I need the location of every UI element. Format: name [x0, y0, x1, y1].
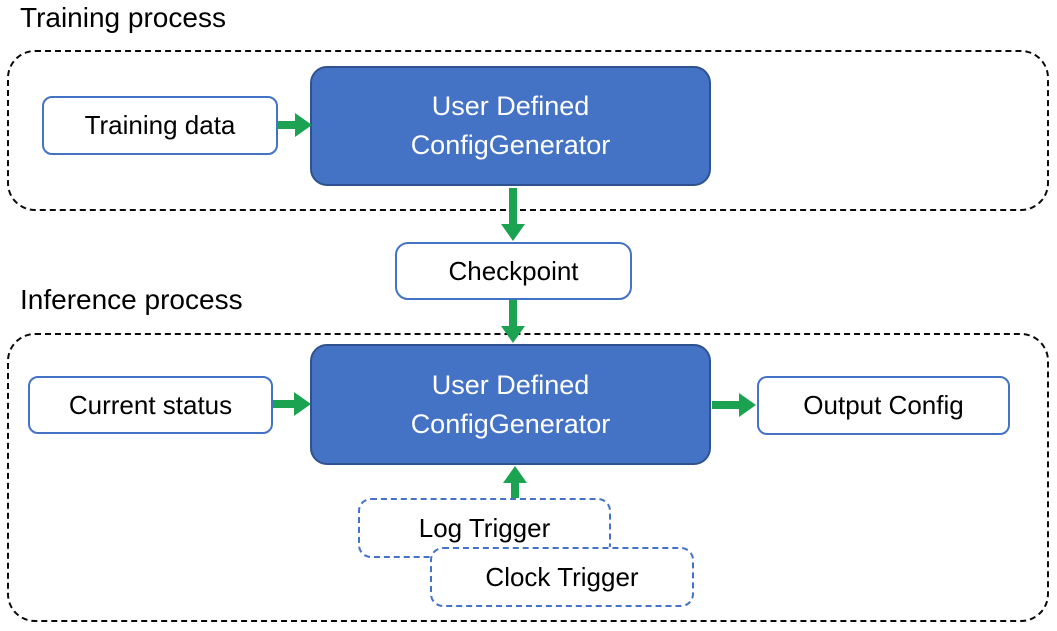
training-section-container: [7, 50, 1049, 211]
clock-trigger-label: Clock Trigger: [485, 561, 639, 592]
arrow-shaft: [509, 300, 517, 328]
arrow-generator-to-checkpoint: [501, 188, 525, 241]
inference-section-container: [7, 333, 1049, 622]
inference-generator-line1: User Defined: [431, 369, 590, 400]
output-config-label: Output Config: [803, 390, 964, 420]
inference-generator-box: User Defined ConfigGenerator: [310, 344, 711, 465]
arrow-shaft: [511, 481, 519, 498]
arrow-head: [295, 113, 312, 137]
inference-process-title: Inference process: [20, 284, 243, 315]
training-process-title: Training process: [20, 2, 226, 33]
log-trigger-label: Log Trigger: [418, 512, 551, 543]
arrow-shaft: [712, 401, 741, 409]
training-generator-box: User Defined ConfigGenerator: [310, 66, 711, 186]
training-generator-line1: User Defined: [431, 91, 590, 121]
checkpoint-label: Checkpoint: [448, 255, 579, 286]
checkpoint-box: Checkpoint: [395, 242, 632, 300]
clock-trigger-box: Clock Trigger: [430, 547, 694, 607]
arrow-head: [739, 393, 756, 417]
arrow-head: [501, 326, 525, 343]
arrow-head: [294, 392, 311, 416]
current-status-box: Current status: [28, 376, 273, 434]
training-data-label: Training data: [84, 110, 236, 140]
training-data-box: Training data: [42, 96, 278, 155]
arrow-generator-to-output: [712, 393, 756, 417]
arrow-checkpoint-to-generator: [501, 300, 525, 343]
arrow-shaft: [277, 121, 297, 129]
arrow-current-status-to-generator: [273, 392, 311, 416]
arrow-triggers-to-generator: [503, 466, 527, 498]
current-status-label: Current status: [68, 389, 233, 420]
arrow-shaft: [509, 188, 517, 226]
arrow-training-data-to-generator: [277, 113, 312, 137]
arrow-head: [503, 466, 527, 483]
training-generator-line2: ConfigGenerator: [410, 130, 611, 160]
output-config-box: Output Config: [757, 376, 1010, 435]
arrow-head: [501, 224, 525, 241]
inference-generator-line2: ConfigGenerator: [410, 408, 611, 439]
arrow-shaft: [273, 400, 296, 408]
